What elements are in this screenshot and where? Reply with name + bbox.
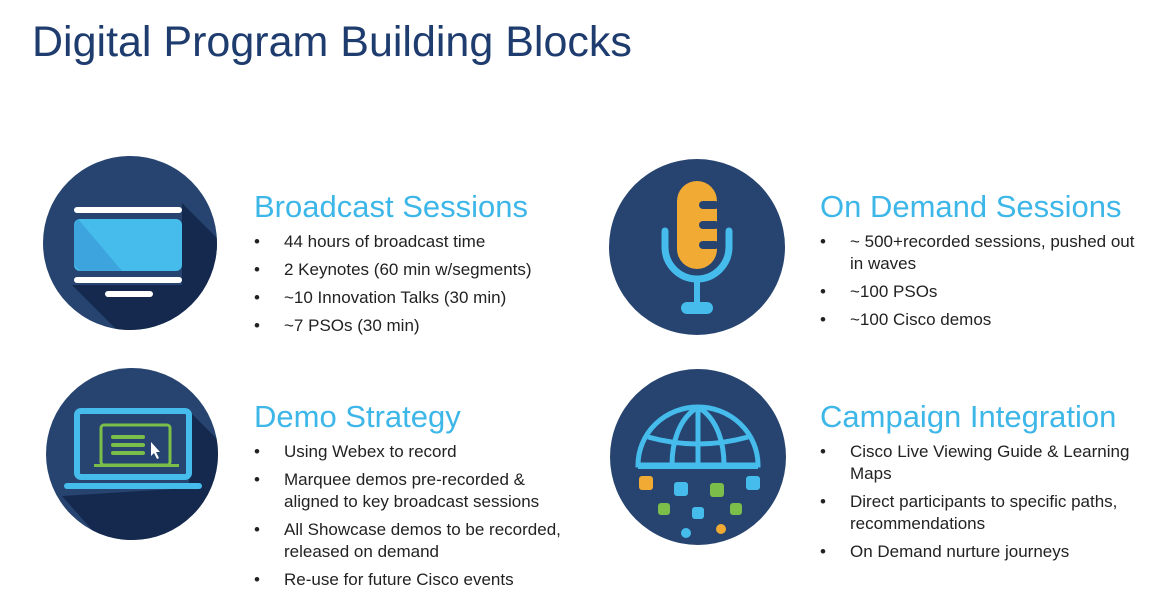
- block-broadcast-sessions: Broadcast Sessions 44 hours of broadcast…: [254, 189, 574, 343]
- list-item: ~ 500+recorded sessions, pushed out in w…: [820, 231, 1140, 275]
- list-item: 2 Keynotes (60 min w/segments): [254, 259, 574, 281]
- list-item: Marquee demos pre-recorded & aligned to …: [254, 469, 574, 513]
- list-item: Cisco Live Viewing Guide & Learning Maps: [820, 441, 1140, 485]
- list-item: Re-use for future Cisco events: [254, 569, 574, 591]
- list-item: On Demand nurture journeys: [820, 541, 1140, 563]
- block-heading: On Demand Sessions: [820, 189, 1122, 224]
- page-title: Digital Program Building Blocks: [32, 18, 632, 66]
- microphone-icon: [609, 159, 785, 335]
- list-item: ~100 PSOs: [820, 281, 1140, 303]
- list-item: ~7 PSOs (30 min): [254, 315, 574, 337]
- globe-icon: [610, 369, 786, 545]
- list-item: Using Webex to record: [254, 441, 574, 463]
- list-item: ~10 Innovation Talks (30 min): [254, 287, 574, 309]
- list-item: 44 hours of broadcast time: [254, 231, 574, 253]
- list-item: All Showcase demos to be recorded, relea…: [254, 519, 574, 563]
- list-item: Direct participants to specific paths, r…: [820, 491, 1140, 535]
- monitor-icon: [43, 156, 217, 330]
- block-demo-strategy: Demo Strategy Using Webex to record Marq…: [254, 399, 574, 597]
- laptop-icon: [46, 368, 218, 540]
- block-heading: Broadcast Sessions: [254, 189, 528, 224]
- block-heading: Demo Strategy: [254, 399, 461, 434]
- list-item: ~100 Cisco demos: [820, 309, 1140, 331]
- block-campaign-integration: Campaign Integration Cisco Live Viewing …: [820, 399, 1140, 569]
- block-heading: Campaign Integration: [820, 399, 1117, 434]
- block-on-demand-sessions: On Demand Sessions ~ 500+recorded sessio…: [820, 189, 1140, 337]
